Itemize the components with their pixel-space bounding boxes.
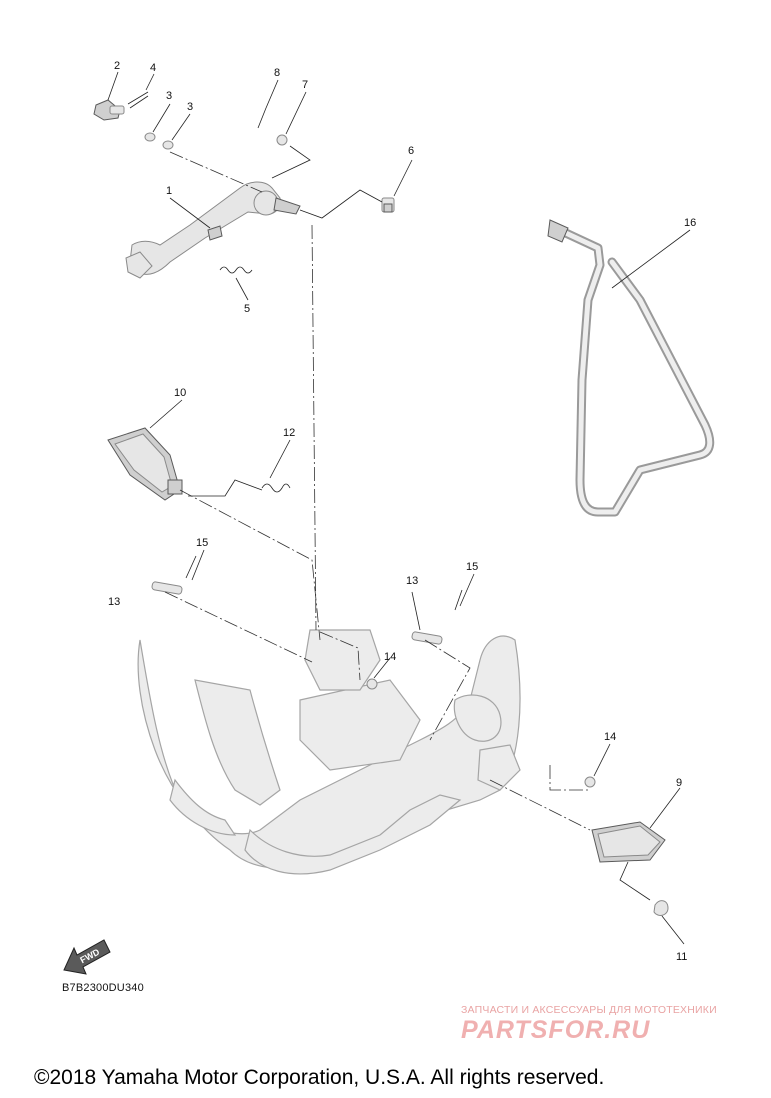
callout-3-left: 3 — [166, 90, 172, 102]
pin-13-right — [411, 631, 443, 645]
washer-left — [144, 132, 156, 142]
assembly-lines — [164, 151, 591, 831]
watermark-logo: PARTSFOR.RU — [461, 1016, 651, 1044]
callout-11: 11 — [676, 951, 687, 963]
cotter-15-right — [454, 589, 463, 611]
footrest-right — [591, 821, 666, 863]
callout-3-right: 3 — [187, 101, 193, 113]
callout-12: 12 — [283, 427, 295, 439]
side-stand — [547, 219, 715, 517]
pin-13-left — [151, 581, 183, 595]
callout-13-right: 13 — [406, 575, 418, 587]
callout-4: 4 — [150, 62, 156, 74]
callout-15-left: 15 — [196, 537, 208, 549]
watermark-caption: ЗАПЧАСТИ И АКСЕССУАРЫ ДЛЯ МОТОТЕХНИКИ — [461, 1004, 717, 1016]
callout-7: 7 — [302, 79, 308, 91]
spring-5 — [219, 266, 253, 274]
copyright-text: ©2018 Yamaha Motor Corporation, U.S.A. A… — [34, 1066, 605, 1089]
clip-7 — [276, 134, 288, 146]
washer-14-lower — [584, 776, 596, 788]
callout-10: 10 — [174, 387, 186, 399]
leader-lines — [107, 71, 691, 945]
pivot-bolt — [93, 99, 125, 121]
callout-13-left: 13 — [108, 596, 120, 608]
washer-14-upper — [366, 678, 378, 690]
callout-2: 2 — [114, 60, 120, 72]
callout-5: 5 — [244, 303, 250, 315]
callouts: 2 4 3 3 8 7 6 1 5 16 10 12 15 13 13 15 1… — [108, 60, 696, 963]
spring-12 — [261, 483, 291, 493]
diagram-code: B7B2300DU340 — [62, 982, 144, 994]
brake-pedal — [125, 181, 301, 279]
clip-11 — [653, 900, 669, 916]
footrest-left — [107, 427, 183, 501]
callout-9: 9 — [676, 777, 682, 789]
callout-16: 16 — [684, 217, 696, 229]
callout-8: 8 — [274, 67, 280, 79]
cotter-pin — [127, 91, 149, 109]
callout-14-upper: 14 — [384, 651, 396, 663]
bolt-6 — [381, 197, 395, 213]
frame-section — [137, 629, 521, 875]
pin-8 — [257, 107, 267, 129]
callout-15-right: 15 — [466, 561, 478, 573]
fwd-arrow: FWD — [63, 939, 111, 975]
callout-1: 1 — [166, 185, 172, 197]
cotter-15-left — [185, 555, 197, 579]
callout-14-lower: 14 — [604, 731, 616, 743]
washer-right — [162, 140, 174, 150]
callout-6: 6 — [408, 145, 414, 157]
